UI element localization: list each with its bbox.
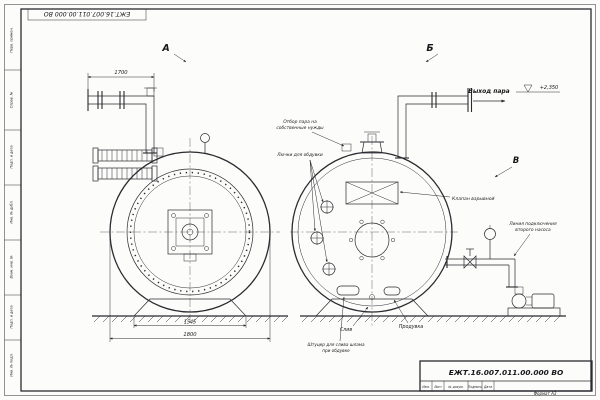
drawing-frame [4, 4, 596, 396]
title-col-podp: Подпись [468, 385, 482, 389]
top-inverted-code-box: ЕЖТ.16.007.011.00.000 ВО [27, 8, 147, 21]
title-col-list: Лист [433, 385, 442, 389]
format-label: Формат А3 [534, 391, 557, 396]
ground-hatch-right [301, 315, 561, 323]
valve-icon [469, 255, 477, 269]
annotation-blowdown-label: Продувка [399, 324, 423, 330]
view-arrow-v [494, 166, 513, 178]
side-stamp-column: Перв. примен. Справ. № Подп. и дата Инв.… [10, 27, 14, 376]
annotation-own-needs-line2: собственные нужды [276, 125, 324, 131]
dim-1700: 1700 [114, 70, 128, 76]
vessel-shell-rear [291, 151, 453, 313]
title-col-izm: Изм. [422, 385, 429, 389]
annotation-pump-line: Линия подключения второго насоса [508, 221, 557, 257]
burner-opening [348, 219, 396, 261]
dim-1800: 1800 [183, 332, 197, 338]
stamp-podp-data-2: Подп. и дата [10, 305, 14, 328]
dim-1700-group: 1700 [87, 70, 155, 93]
ground-hatch-left [93, 315, 289, 323]
annotation-sludge-2: при обдувке [322, 348, 350, 353]
annotation-explosion-valve-label: Клапан взрывной [452, 196, 495, 202]
vessel-shell-front [109, 151, 271, 313]
view-label-a: А [161, 43, 169, 54]
doc-code-inverted: ЕЖТ.16.007.011.00.000 ВО [44, 10, 131, 17]
bottom-openings [336, 285, 401, 300]
pressure-gauge-right [484, 225, 496, 259]
left-view [87, 87, 289, 326]
side-tube-assembly [92, 147, 158, 182]
annotation-blow-hatches-label: Лючки для обдувки [276, 152, 323, 158]
stamp-inv-dubl: Инв. № дубл. [10, 200, 14, 223]
annotation-drain-label: Слив [340, 327, 353, 333]
steam-dome [360, 131, 384, 154]
annotation-blow-hatches: Лючки для обдувки [276, 152, 328, 263]
steam-outlet-pipe [395, 88, 473, 159]
view-arrow-b [425, 53, 439, 63]
pressure-gauge-left [200, 133, 210, 153]
view-label-v: В [513, 156, 519, 166]
elevation-mark-group: +2,350 [516, 84, 560, 93]
steam-outlet-annotation: Выход пара [468, 88, 510, 103]
title-col-doc: № докум. [447, 385, 463, 389]
drain-piping [445, 248, 518, 288]
annotation-own-needs: Отбор пара на собственные нужды [276, 119, 345, 147]
dim-1800-group: 1800 [109, 238, 271, 342]
explosion-valve-opening [345, 181, 399, 205]
feed-pump [507, 286, 561, 317]
stamp-sprav-no: Справ. № [10, 91, 14, 108]
own-needs-nozzle [341, 143, 352, 152]
annotation-blowdown: Продувка [393, 299, 423, 330]
annotation-pump-line-1: Линия подключения [508, 221, 557, 227]
annotation-drain: Слив [340, 306, 369, 333]
dim-1545: 1545 [184, 320, 196, 326]
title-col-data: Дата [483, 385, 492, 389]
annotation-sludge: Штуцер для слива шлама при обдувке [307, 296, 365, 353]
stamp-podp-data-1: Подп. и дата [10, 145, 14, 168]
dim-1545-group: 1545 [133, 317, 247, 328]
stamp-perv-primen: Перв. примен. [10, 27, 14, 52]
view-label-b: Б [426, 43, 433, 54]
annotation-steam-outlet: Выход пара [468, 88, 509, 95]
stamp-vzam-inv: Взам. инв. № [10, 255, 14, 278]
view-arrow-a [173, 53, 187, 63]
annotation-explosion-valve: Клапан взрывной [399, 191, 495, 202]
steam-pipe-left [87, 87, 157, 154]
valve-icon [463, 255, 471, 269]
stamp-inv-podl: Инв. № подл. [10, 353, 14, 376]
right-view [290, 88, 566, 326]
shell-top-fitting [153, 147, 164, 157]
title-doc-code: ЕЖТ.16.007.011.00.000 ВО [449, 368, 564, 377]
annotation-pump-line-2: второго насоса [515, 228, 551, 233]
annotation-sludge-1: Штуцер для слива шлама [307, 342, 365, 347]
elevation-mark: +2,350 [540, 85, 559, 91]
title-block: ЕЖТ.16.007.011.00.000 ВО Изм. Лист № док… [419, 360, 593, 392]
burner-mounting-plate [167, 209, 213, 262]
annotation-own-needs-line1: Отбор пара на [283, 119, 317, 125]
